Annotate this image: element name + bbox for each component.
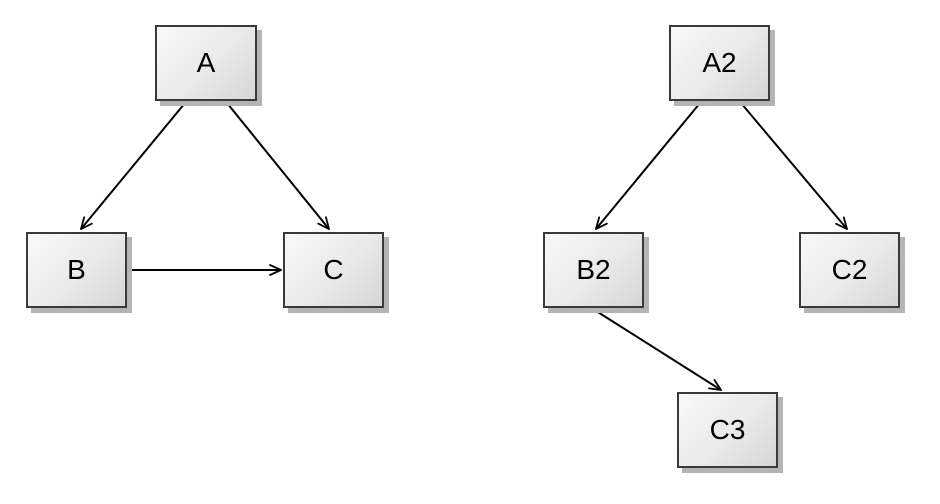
node-label: A [196,47,216,78]
node-B: B [26,232,127,308]
edge-A-C [226,102,329,229]
edge-A2-C2 [740,102,847,229]
edge-A-B [81,102,186,229]
edge-A2-B2 [596,102,701,229]
node-label: C [323,254,344,285]
node-label: C3 [709,414,746,445]
node-label: C2 [831,254,868,285]
edge-B2-C3 [592,308,721,390]
node-label: A2 [702,47,737,78]
node-A2: A2 [669,25,770,101]
node-label: B [67,254,86,285]
node-C: C [283,232,384,308]
node-C2: C2 [799,232,900,308]
node-B2: B2 [543,232,644,308]
node-A: A [155,25,257,101]
node-C3: C3 [677,392,778,468]
node-label: B2 [576,254,611,285]
